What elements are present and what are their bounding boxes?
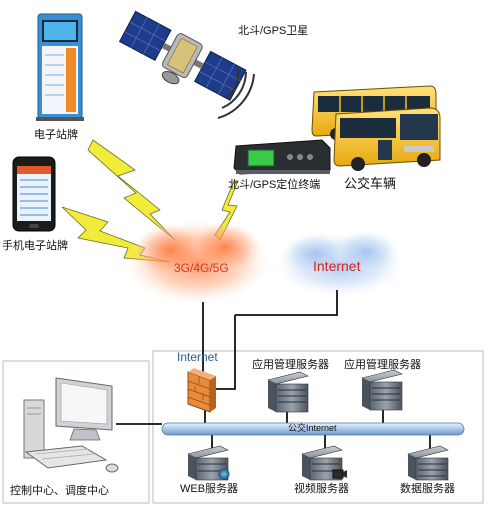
- internet-cloud-label: Internet: [313, 258, 361, 274]
- mobile-stop-sign-icon: [12, 156, 56, 232]
- internet-cloud: [274, 230, 406, 297]
- data-server-icon: [407, 445, 449, 481]
- control-center-computer-icon: [23, 377, 119, 473]
- electronic-stop-sign-icon: [36, 13, 84, 121]
- app-server-2-label: 应用管理服务器: [344, 359, 421, 371]
- firewall-icon: [187, 368, 216, 413]
- web-server-label: WEB服务器: [180, 483, 239, 495]
- satellite-label: 北斗/GPS卫星: [238, 25, 309, 37]
- bus-pipe: [161, 422, 465, 436]
- web-server-icon: [187, 445, 230, 481]
- server-room-frame: [152, 350, 484, 504]
- bus-pipe-label: 公交Internet: [288, 423, 337, 433]
- firewall-label: Internet: [177, 350, 218, 364]
- mobile-network-label: 3G/4G/5G: [174, 261, 229, 275]
- bus-label: 公交车辆: [344, 176, 397, 191]
- video-server-label: 视频服务器: [294, 483, 349, 495]
- bus-icon: [311, 85, 441, 171]
- control-center-frame: [2, 360, 150, 504]
- mobile-network-cloud: [125, 220, 269, 304]
- app-server-1-icon: [267, 371, 309, 413]
- electronic-stop-sign-label: 电子站牌: [34, 129, 78, 141]
- mobile-stop-sign-label: 手机电子站牌: [2, 240, 68, 252]
- data-server-label: 数据服务器: [400, 483, 455, 495]
- satellite-icon: [118, 10, 255, 119]
- control-center-label: 控制中心、调度中心: [10, 485, 109, 497]
- gps-terminal-label: 北斗/GPS定位终端: [228, 179, 321, 191]
- app-server-1-label: 应用管理服务器: [252, 359, 329, 371]
- video-server-icon: [301, 445, 347, 481]
- app-server-2-icon: [361, 369, 403, 411]
- gps-terminal-icon: [233, 139, 331, 175]
